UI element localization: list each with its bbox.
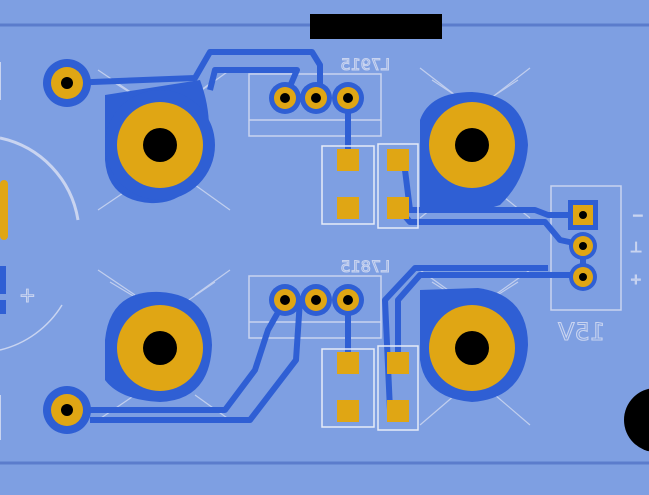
mounting-pads <box>117 102 515 391</box>
connector-pin-minus-label: − <box>632 208 644 224</box>
connector-pads <box>568 200 598 291</box>
capacitor-pad-minus <box>0 266 6 294</box>
board-marker <box>310 14 442 39</box>
trace-bottom-pin2 <box>90 299 303 423</box>
connector-pin-plus-label: + <box>630 272 642 288</box>
capacitor-silkscreen <box>0 136 80 351</box>
smd-footprints-top <box>321 143 419 229</box>
capacitor-pad-minus-2 <box>0 300 6 314</box>
regulator-bottom-outline <box>248 275 382 339</box>
edge-mount-hole <box>624 388 649 452</box>
capacitor-pad-partial <box>0 180 8 240</box>
regulator-bottom-label: L7815 <box>340 257 390 276</box>
connector-label: 15V <box>557 318 605 346</box>
trace-top-left-input <box>66 49 323 96</box>
regulator-top-outline <box>248 73 382 137</box>
smd-footprints-bottom <box>321 345 419 431</box>
connector-outline <box>550 185 622 311</box>
connector-pin-gnd-label: ⊥ <box>630 240 642 256</box>
regulator-top-label: L7915 <box>340 55 390 74</box>
input-pads <box>43 59 91 434</box>
regulator-top-pins <box>269 82 364 114</box>
regulator-bottom-pins <box>269 284 364 316</box>
capacitor-plus-label: + <box>19 283 36 307</box>
trace-bottom-left-input <box>67 298 288 413</box>
trace-bottom-cap <box>395 272 583 364</box>
